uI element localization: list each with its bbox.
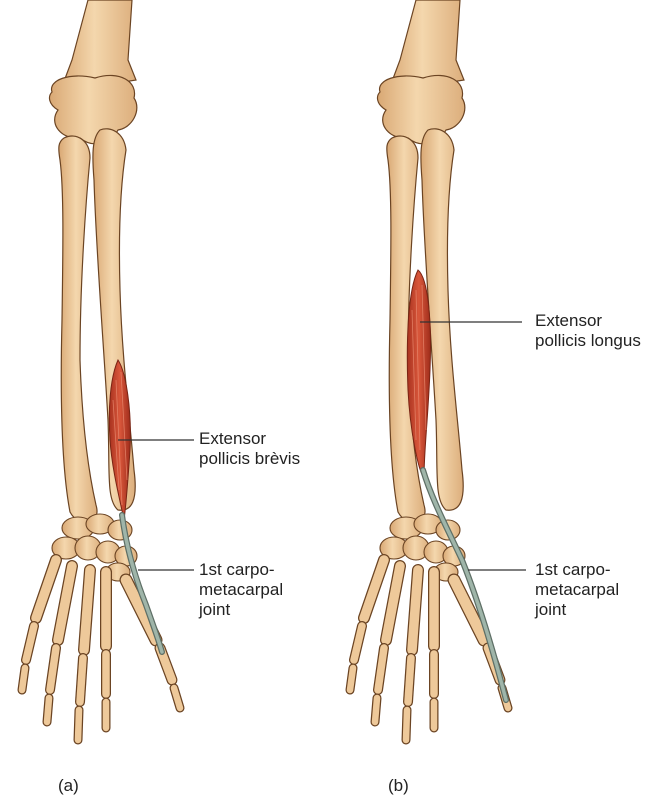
joint-label-a-line1: 1st carpo-	[199, 560, 283, 580]
joint-label-a: 1st carpo- metacarpal joint	[199, 560, 283, 620]
muscle-label-a-line2: pollicis brèvis	[199, 449, 300, 469]
panel-caption-b: (b)	[388, 776, 409, 796]
muscle-label-b: Extensor pollicis longus	[535, 311, 641, 351]
muscle-label-a: Extensor pollicis brèvis	[199, 429, 300, 469]
joint-label-b-line3: joint	[535, 600, 619, 620]
joint-label-a-line2: metacarpal	[199, 580, 283, 600]
joint-label-b-line2: metacarpal	[535, 580, 619, 600]
muscle-label-a-line1: Extensor	[199, 429, 300, 449]
muscle-label-b-line2: pollicis longus	[535, 331, 641, 351]
panel-a	[22, 0, 194, 740]
muscle-label-b-line1: Extensor	[535, 311, 641, 331]
panel-caption-a: (a)	[58, 776, 79, 796]
joint-label-b-line1: 1st carpo-	[535, 560, 619, 580]
panel-b	[350, 0, 526, 740]
joint-label-b: 1st carpo- metacarpal joint	[535, 560, 619, 620]
joint-label-a-line3: joint	[199, 600, 283, 620]
